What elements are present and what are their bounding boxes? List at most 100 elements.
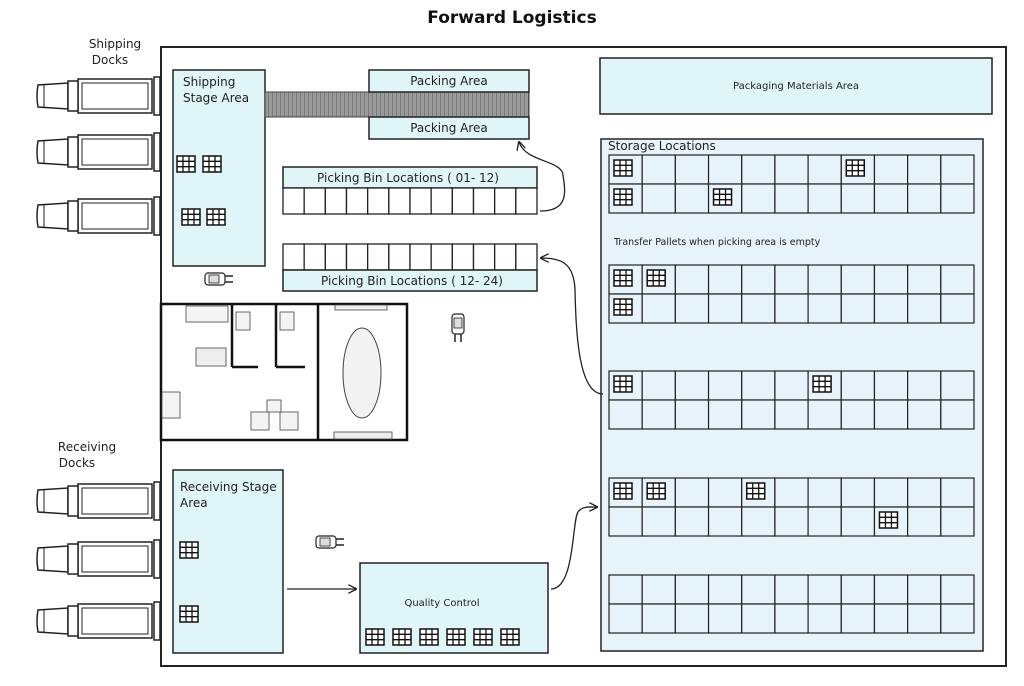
storage-bay (774, 293, 809, 324)
storage-bay (840, 370, 876, 401)
storage-bay (641, 183, 676, 214)
storage-bay (807, 293, 842, 324)
storage-bay (641, 506, 676, 537)
storage-bay (873, 154, 909, 185)
truck-icon (36, 196, 161, 236)
storage-bay (807, 264, 842, 295)
storage-bay (741, 506, 776, 537)
picking-bin (388, 243, 411, 271)
storage-bay (741, 183, 776, 214)
picking-bin (451, 187, 475, 215)
storage-bay (674, 399, 710, 430)
storage-bay (741, 370, 776, 401)
storage-bay (940, 477, 975, 508)
storage-bay (674, 183, 710, 214)
picking-bin (409, 243, 432, 271)
quality-control-label: Quality Control (404, 598, 479, 609)
storage-bay (873, 183, 909, 214)
storage-locations-label: Storage Locations (608, 139, 716, 153)
storage-bay (707, 506, 743, 537)
storage-bay (940, 399, 975, 430)
pallet-icon (845, 159, 866, 177)
storage-bay (840, 264, 876, 295)
storage-bay (873, 399, 909, 430)
storage-bay (907, 183, 942, 214)
storage-bay (940, 506, 975, 537)
storage-bay (707, 574, 743, 605)
storage-bay (674, 603, 710, 634)
storage-bay (873, 264, 909, 295)
diagram-title: Forward Logistics (427, 8, 597, 28)
picking-bin (451, 243, 475, 271)
pallet-icon (419, 628, 439, 646)
picking-bins-b-label-box (282, 269, 538, 292)
packing-area-bottom-label: Packing Area (410, 121, 488, 135)
storage-bay (940, 574, 975, 605)
picking-bin (494, 243, 517, 271)
pallet-icon (446, 628, 466, 646)
packaging-materials-label: Packaging Materials Area (733, 81, 859, 92)
storage-bay (907, 293, 942, 324)
storage-bay (807, 506, 842, 537)
storage-bay (674, 264, 710, 295)
storage-bay (707, 603, 743, 634)
storage-bay (873, 477, 909, 508)
storage-bay (674, 370, 710, 401)
storage-bay (840, 477, 876, 508)
storage-bay (674, 477, 710, 508)
picking-bins-a (282, 187, 538, 215)
storage-bay (907, 154, 942, 185)
storage-bay (774, 506, 809, 537)
packing-area-top-label: Packing Area (410, 74, 488, 88)
packaging-materials-area (599, 57, 993, 115)
storage-bay (774, 399, 809, 430)
office-furniture-icon (195, 347, 227, 367)
pallet-icon (878, 511, 899, 529)
storage-bay (907, 506, 942, 537)
storage-bay (907, 603, 942, 634)
pallet-icon (181, 208, 201, 226)
storage-bay (774, 477, 809, 508)
pallet-icon (712, 188, 733, 206)
storage-bay (707, 154, 743, 185)
picking-bin (494, 187, 517, 215)
storage-bay (840, 574, 876, 605)
picking-bin (430, 243, 453, 271)
pallet-icon (745, 482, 766, 500)
storage-bay (940, 603, 975, 634)
office-furniture-icon (279, 311, 295, 331)
picking-bins-b-label: Picking Bin Locations ( 12- 24) (321, 274, 503, 288)
storage-bay (774, 370, 809, 401)
pallet-icon (176, 155, 196, 173)
storage-bay (741, 293, 776, 324)
storage-bay (940, 293, 975, 324)
pallet-icon (500, 628, 520, 646)
truck-icon (36, 601, 161, 641)
office-block (159, 302, 409, 442)
storage-bay (741, 399, 776, 430)
storage-bay (873, 293, 909, 324)
flow-arrow-qc-to-storage (550, 507, 597, 590)
picking-bin (430, 187, 453, 215)
pallet-icon (202, 155, 222, 173)
truck-icon (36, 132, 161, 172)
office-furniture-icon (185, 305, 229, 323)
storage-bay (940, 183, 975, 214)
storage-bay (807, 603, 842, 634)
storage-bay (873, 603, 909, 634)
pallet-icon (613, 298, 633, 316)
conference-table-icon (342, 327, 382, 419)
storage-bay (641, 154, 676, 185)
truck-icon (36, 539, 161, 579)
picking-bin (367, 243, 390, 271)
pallet-icon (646, 482, 666, 500)
office-furniture-icon (266, 399, 282, 413)
flow-arrow-picking-to-packing (519, 142, 566, 212)
storage-bay (873, 370, 909, 401)
packing-area-bottom (368, 116, 530, 140)
office-furniture-icon (334, 304, 388, 311)
office-furniture-icon (250, 411, 270, 431)
storage-bay (840, 293, 876, 324)
picking-bin (324, 187, 348, 215)
